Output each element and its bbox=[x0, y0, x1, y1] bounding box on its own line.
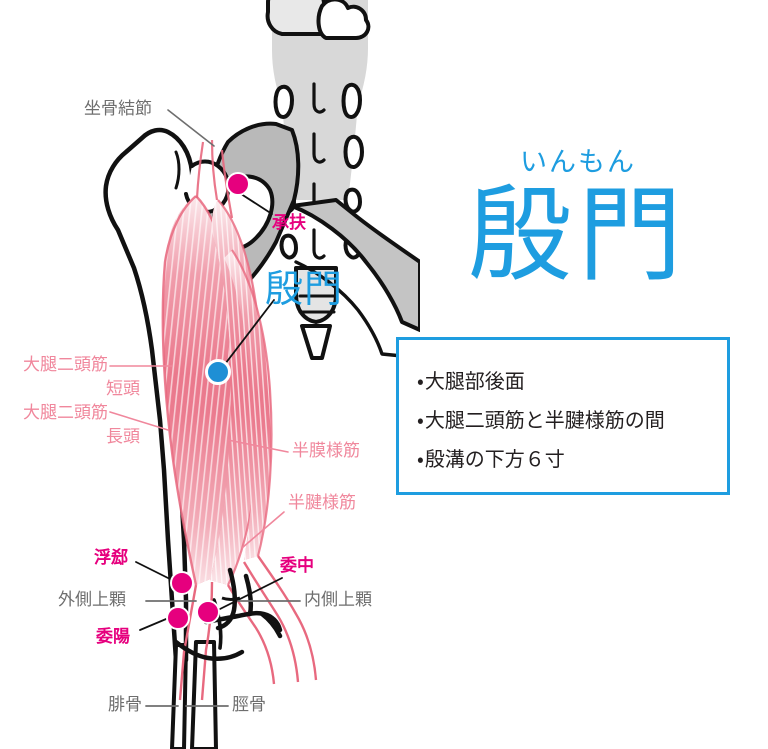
knee-joint-outline bbox=[173, 567, 283, 661]
acupoint-label-ichu: 委中 bbox=[280, 556, 314, 576]
acupoint-label-iyo: 委陽 bbox=[96, 627, 130, 647]
info-item-between-muscles: 大腿二頭筋と半腱様筋の間 bbox=[417, 401, 727, 440]
label-fibula: 腓骨 bbox=[108, 695, 142, 715]
label-medial-epicondyle: 内側上顆 bbox=[304, 590, 372, 610]
info-box: 大腿部後面 大腿二頭筋と半腱様筋の間 殷溝の下方６寸 bbox=[396, 337, 730, 495]
label-biceps-femoris-short-head-sub: 短頭 bbox=[106, 379, 140, 399]
label-tibia: 脛骨 bbox=[232, 695, 266, 715]
label-biceps-femoris-short-head: 大腿二頭筋 bbox=[23, 355, 108, 375]
acupoint-dot-inmon bbox=[205, 359, 231, 385]
distal-hamstring-tendons bbox=[178, 555, 318, 701]
title-panel: いんもん 殷門 bbox=[398, 140, 758, 290]
anatomy-illustration bbox=[103, 0, 420, 749]
acupoint-label-inmon: 殷門 bbox=[265, 267, 344, 311]
label-biceps-femoris-long-head-sub: 長頭 bbox=[106, 427, 140, 447]
label-semitendinosus: 半腱様筋 bbox=[288, 493, 356, 513]
acupoint-dot-ichu bbox=[196, 600, 220, 624]
label-lateral-epicondyle: 外側上顆 bbox=[58, 590, 126, 610]
title-furigana: いんもん bbox=[520, 147, 636, 178]
acupoint-label-shoufu: 承扶 bbox=[272, 213, 306, 233]
label-semimembranosus: 半膜様筋 bbox=[292, 441, 360, 461]
acupoint-dot-fugeki bbox=[170, 571, 194, 595]
acupoint-dots bbox=[166, 172, 250, 630]
acupoint-dot-iyo bbox=[166, 606, 190, 630]
info-box-list: 大腿部後面 大腿二頭筋と半腱様筋の間 殷溝の下方６寸 bbox=[399, 340, 727, 479]
acupoint-dot-shoufu bbox=[226, 172, 250, 196]
acupoint-label-fugeki: 浮郄 bbox=[94, 548, 128, 568]
info-item-location: 大腿部後面 bbox=[417, 362, 727, 401]
label-ischial-tuberosity: 坐骨結節 bbox=[84, 99, 152, 119]
label-biceps-femoris-long-head: 大腿二頭筋 bbox=[23, 403, 108, 423]
info-item-measurement: 殷溝の下方６寸 bbox=[417, 440, 727, 479]
page-title: 殷門 bbox=[467, 174, 688, 296]
